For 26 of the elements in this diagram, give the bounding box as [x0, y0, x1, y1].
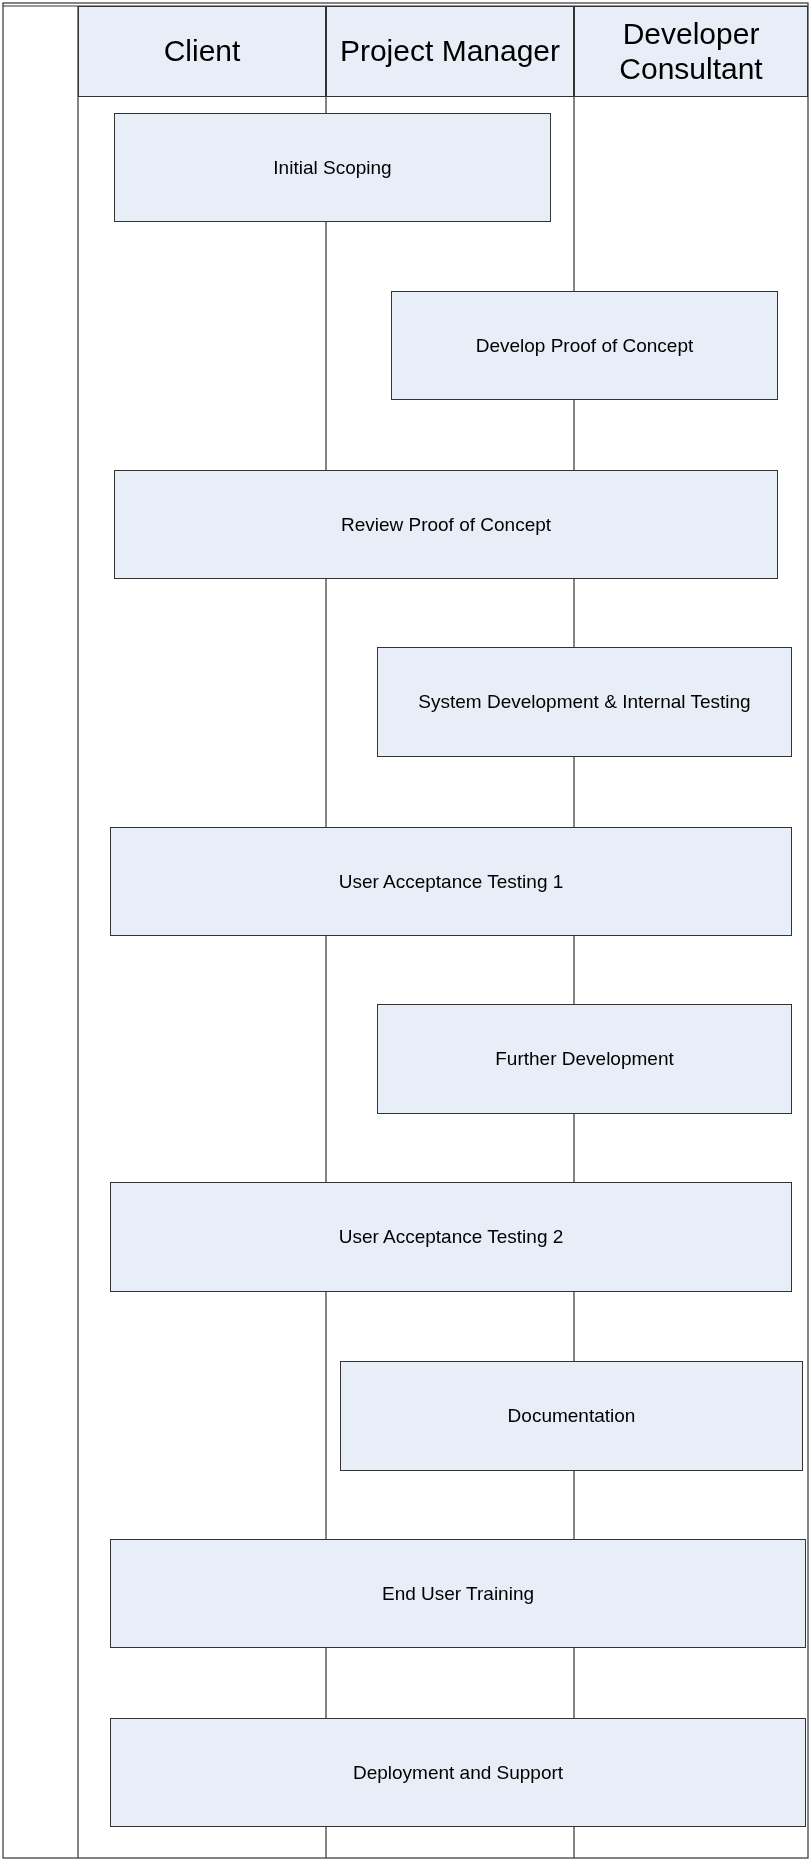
- lane-header: [326, 6, 574, 97]
- lane-title: Client: [163, 34, 241, 69]
- lane-title: Developer Consultant: [618, 17, 764, 86]
- process-box: [110, 827, 792, 936]
- step-label: User Acceptance Testing 2: [338, 1226, 564, 1248]
- process-box: [114, 470, 778, 579]
- lane-header: [78, 6, 326, 97]
- process-box: [114, 113, 551, 222]
- step-label: Documentation: [507, 1405, 636, 1427]
- process-box: [391, 291, 778, 400]
- step-label: System Development & Internal Testing: [418, 691, 751, 713]
- step-label: Review Proof of Concept: [340, 513, 552, 536]
- process-box: [377, 1004, 792, 1114]
- process-box: [110, 1718, 806, 1827]
- step-label: Further Development: [495, 1048, 674, 1070]
- step-label: User Acceptance Testing 1: [338, 870, 564, 893]
- process-box: [377, 647, 792, 757]
- process-box: [110, 1182, 792, 1292]
- lane-header: [574, 6, 808, 97]
- process-box: [340, 1361, 803, 1471]
- process-box: [110, 1539, 806, 1648]
- step-label: End User Training: [381, 1582, 535, 1605]
- step-label: Initial Scoping: [273, 156, 392, 179]
- step-label: Deployment and Support: [352, 1761, 564, 1784]
- step-label: Develop Proof of Concept: [475, 334, 694, 357]
- lane-title: Project Manager: [339, 34, 561, 69]
